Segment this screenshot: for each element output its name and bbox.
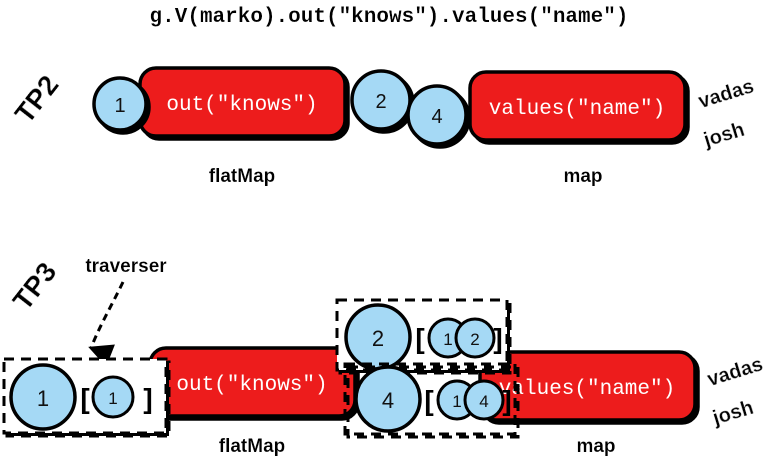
svg-text:vadas: vadas — [696, 75, 757, 113]
traverser-label: 4 — [431, 106, 442, 128]
step-type-map-tp2: map — [563, 166, 602, 187]
bracket-open: [ — [415, 323, 424, 354]
step-type-flatmap-tp2: flatMap — [209, 166, 276, 187]
svg-text:TP3: TP3 — [6, 256, 62, 316]
path-step-label: 1 — [108, 389, 117, 408]
row-badge-tp2: TP2 — [8, 69, 64, 129]
traverser-label: 1 — [114, 95, 125, 117]
step-type-map-tp3: map — [576, 436, 615, 457]
bracket-open: [ — [424, 385, 433, 416]
step-values-name-tp3[interactable]: values("name") — [478, 350, 697, 422]
traverser-box-outline[interactable] — [343, 362, 517, 436]
step-label: values("name") — [499, 378, 675, 401]
step-out-knows-tp2[interactable]: out("knows") — [138, 66, 347, 138]
bracket-close: ] — [143, 383, 152, 414]
step-values-name-tp2[interactable]: values("name") — [468, 70, 687, 142]
traverser-box-mid-bottom[interactable]: 4 [ 1 4 ] — [343, 362, 517, 436]
traverser-label: 2 — [375, 91, 386, 113]
result-vadas-tp3: vadas — [705, 353, 766, 391]
traverser-4-tp2[interactable]: 4 — [406, 84, 468, 146]
step-type-flatmap-tp3: flatMap — [219, 436, 286, 457]
path-step-label: 1 — [443, 330, 452, 349]
path-step-label: 1 — [452, 392, 461, 411]
step-label: values("name") — [489, 98, 665, 121]
path-step-label: 2 — [470, 330, 479, 349]
svg-text:vadas: vadas — [705, 353, 766, 391]
path-step-circle[interactable] — [454, 317, 496, 359]
traverser-object-circle[interactable] — [354, 365, 422, 433]
path-step-circle[interactable] — [463, 379, 505, 421]
row-badge-tp3: TP3 — [6, 256, 62, 316]
step-box[interactable] — [468, 70, 687, 142]
bracket-close: ] — [502, 385, 511, 416]
step-label: out("knows") — [176, 374, 327, 397]
row-tp2: TP2 out("knows") values("name") 1 2 4 fl — [8, 66, 757, 187]
path-step-label: 4 — [479, 392, 488, 411]
annotation-arrow — [88, 281, 125, 367]
traverser-circle[interactable] — [350, 69, 412, 131]
svg-text:TP2: TP2 — [8, 69, 64, 129]
annotation-traverser-label: traverser — [85, 256, 167, 277]
traverser-object-label: 1 — [37, 386, 49, 411]
traverser-object-circle[interactable] — [9, 363, 77, 431]
result-vadas-tp2: vadas — [696, 75, 757, 113]
bracket-close: ] — [493, 323, 502, 354]
traverser-object-label: 4 — [382, 388, 394, 413]
page-title: g.V(marko).out("knows").values("name") — [150, 6, 629, 29]
traverser-1-tp2[interactable]: 1 — [92, 76, 148, 132]
svg-text:josh: josh — [709, 397, 756, 430]
step-out-knows-tp3[interactable]: out("knows") — [148, 346, 357, 418]
traverser-box-input[interactable]: 1 [ 1 ] — [2, 357, 168, 435]
traverser-circle[interactable] — [406, 84, 468, 146]
path-step-circle[interactable] — [91, 375, 135, 419]
traverser-box-mid-top[interactable]: 2 [ 1 2 ] — [335, 298, 509, 372]
result-josh-tp3: josh — [709, 397, 756, 430]
row-tp3: TP3 traverser out("knows") values("name"… — [2, 256, 766, 457]
traverser-2-tp2[interactable]: 2 — [350, 69, 412, 131]
result-josh-tp2: josh — [700, 119, 747, 152]
bracket-open: [ — [80, 383, 89, 414]
traverser-object-label: 2 — [372, 326, 384, 351]
traverser-circle[interactable] — [92, 76, 148, 132]
step-label: out("knows") — [166, 94, 317, 117]
svg-text:josh: josh — [700, 119, 747, 152]
